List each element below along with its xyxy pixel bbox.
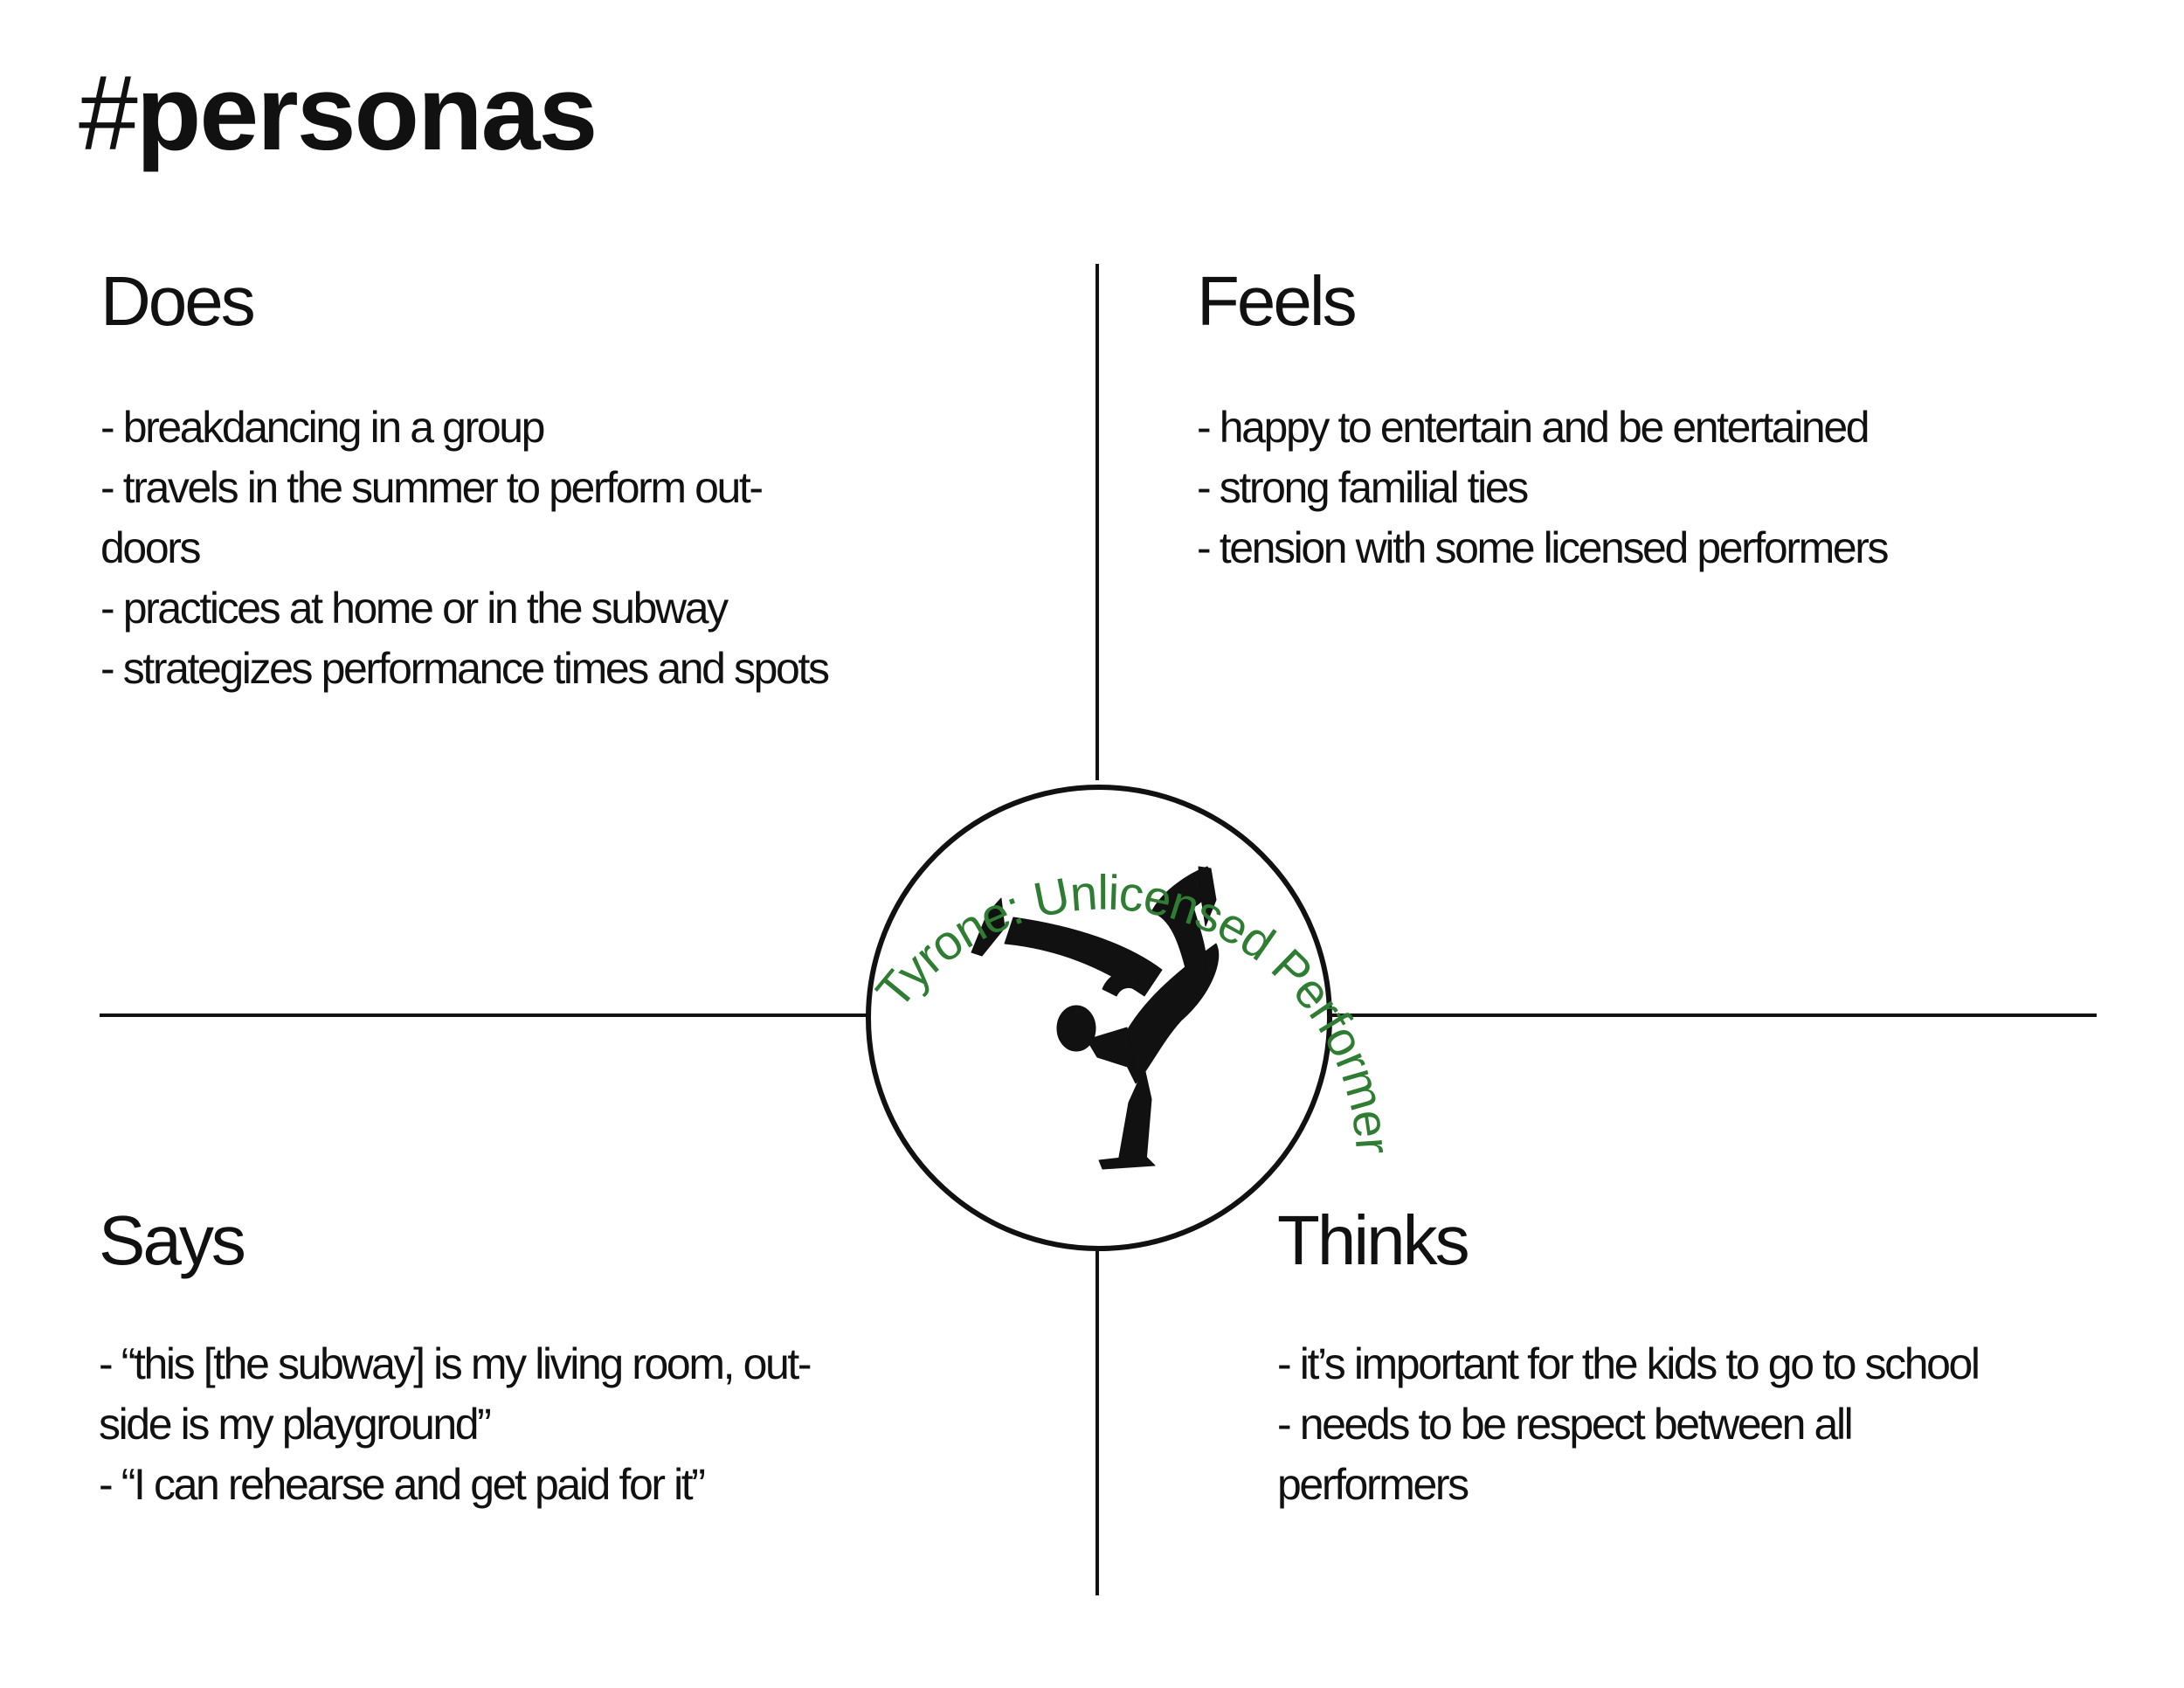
list-item: - “I can rehearse and get paid for it” <box>99 1460 706 1509</box>
list-item: - needs to be respect between all <box>1277 1400 1854 1449</box>
feels-list: - happy to entertain and be entertained … <box>1197 398 2158 578</box>
persona-circle <box>866 785 1332 1251</box>
list-item: - travels in the summer to perform out- <box>100 463 764 512</box>
list-item: - tension with some licensed performers <box>1197 523 1889 572</box>
list-item: performers <box>1277 1460 1469 1509</box>
breakdancer-silhouette-icon <box>971 866 1220 1170</box>
list-item: - it’s important for the kids to go to s… <box>1277 1339 1980 1388</box>
list-item: - happy to entertain and be entertained <box>1197 403 1870 452</box>
list-item: - breakdancing in a group <box>100 403 545 452</box>
thinks-heading: Thinks <box>1277 1201 1470 1279</box>
thinks-list: - it’s important for the kids to go to s… <box>1277 1334 2151 1515</box>
says-list: - “this [the subway] is my living room, … <box>99 1334 972 1515</box>
list-item: - practices at home or in the subway <box>100 584 729 633</box>
title-hash: # <box>79 53 138 172</box>
does-list: - breakdancing in a group - travels in t… <box>100 398 974 699</box>
feels-heading: Feels <box>1197 262 1358 340</box>
list-item: - strategizes performance times and spot… <box>100 644 830 693</box>
list-item: doors <box>100 523 201 572</box>
says-heading: Says <box>99 1201 246 1279</box>
list-item: side is my playground” <box>99 1400 492 1449</box>
list-item: - strong familial ties <box>1197 463 1529 512</box>
list-item: - “this [the subway] is my living room, … <box>99 1339 812 1388</box>
does-heading: Does <box>100 262 256 340</box>
page-title: #personas <box>79 59 598 166</box>
title-word: personas <box>135 53 598 172</box>
